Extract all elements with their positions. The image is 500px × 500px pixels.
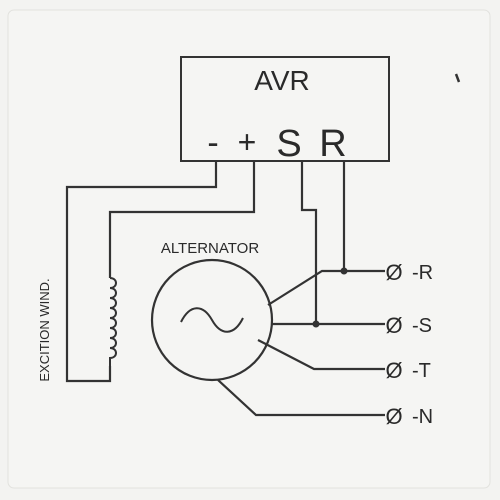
terminal-r: Ø <box>385 260 402 285</box>
phase-r-line <box>267 269 385 306</box>
terminal-label-s: -S <box>412 315 432 337</box>
terminal-s: Ø <box>385 313 402 338</box>
terminal-label-t: -T <box>412 360 431 382</box>
excitation-winding-label: EXCITION WIND. <box>37 278 52 381</box>
terminal-label-n: -N <box>412 406 433 428</box>
avr-s-wire <box>300 161 318 324</box>
excitation-coil <box>109 277 117 366</box>
terminal-symbol-icon: Ø <box>385 404 402 429</box>
avr-box: AVR - + S R <box>180 56 390 165</box>
terminal-label-r: -R <box>412 262 433 284</box>
excitation-wire-inner <box>108 161 256 278</box>
avr-terminal-plus: + <box>238 124 257 160</box>
terminal-symbol-icon: Ø <box>385 260 402 285</box>
avr-title: AVR <box>254 65 310 96</box>
phase-n-line <box>217 379 385 417</box>
terminal-t: Ø <box>385 358 402 383</box>
ink-mark <box>454 73 461 83</box>
terminal-symbol-icon: Ø <box>385 313 402 338</box>
avr-terminal-minus: - <box>207 124 218 162</box>
avr-outline <box>180 56 390 162</box>
alternator-label: ALTERNATOR <box>161 240 260 257</box>
avr-terminal-r: R <box>319 123 346 165</box>
terminal-n: Ø <box>385 404 402 429</box>
phase-t-line <box>257 339 385 371</box>
alternator-circle <box>150 258 274 382</box>
ac-sine-icon <box>180 307 244 333</box>
terminal-symbol-icon: Ø <box>385 358 402 383</box>
excitation-wire-outer <box>65 161 218 383</box>
avr-terminal-s: S <box>276 123 301 165</box>
